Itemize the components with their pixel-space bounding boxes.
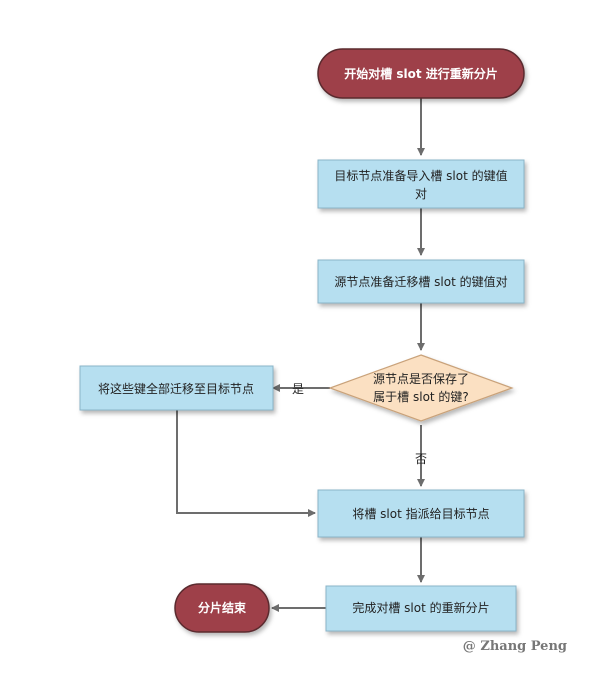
step1-label-line2: 对 [415,187,427,201]
connectors [176,98,425,612]
step-assign-slot: 将槽 slot 指派给目标节点 [317,489,525,538]
decision-label-line2: 属于槽 slot 的键? [373,389,469,404]
step-finish-resharding: 完成对槽 slot 的重新分片 [325,585,517,632]
watermark: @ Zhang Peng [463,639,567,654]
decision-label-line1: 源节点是否保存了 [373,372,469,386]
assign-label: 将槽 slot 指派给目标节点 [352,506,489,521]
finish-label: 完成对槽 slot 的重新分片 [352,600,489,615]
migrate-label: 将这些键全部迁移至目标节点 [98,381,254,396]
step-migrate-keys: 将这些键全部迁移至目标节点 [79,365,274,411]
start-label: 开始对槽 slot 进行重新分片 [344,66,498,81]
step-source-prepare-migrate: 源节点准备迁移槽 slot 的键值对 [317,259,525,304]
end-label: 分片结束 [198,600,247,615]
no-label: 否 [415,452,427,466]
start-node: 开始对槽 slot 进行重新分片 [317,48,525,99]
step-target-prepare-import: 目标节点准备导入槽 slot 的键值 对 [317,159,525,209]
decision-source-has-keys: 源节点是否保存了 属于槽 slot 的键? [328,354,514,422]
yes-label: 是 [292,382,304,396]
connector-migrate-to-assign [176,410,316,517]
step1-label-line1: 目标节点准备导入槽 slot 的键值 [334,168,507,183]
end-node: 分片结束 [174,583,270,633]
step2-label: 源节点准备迁移槽 slot 的键值对 [334,274,507,289]
